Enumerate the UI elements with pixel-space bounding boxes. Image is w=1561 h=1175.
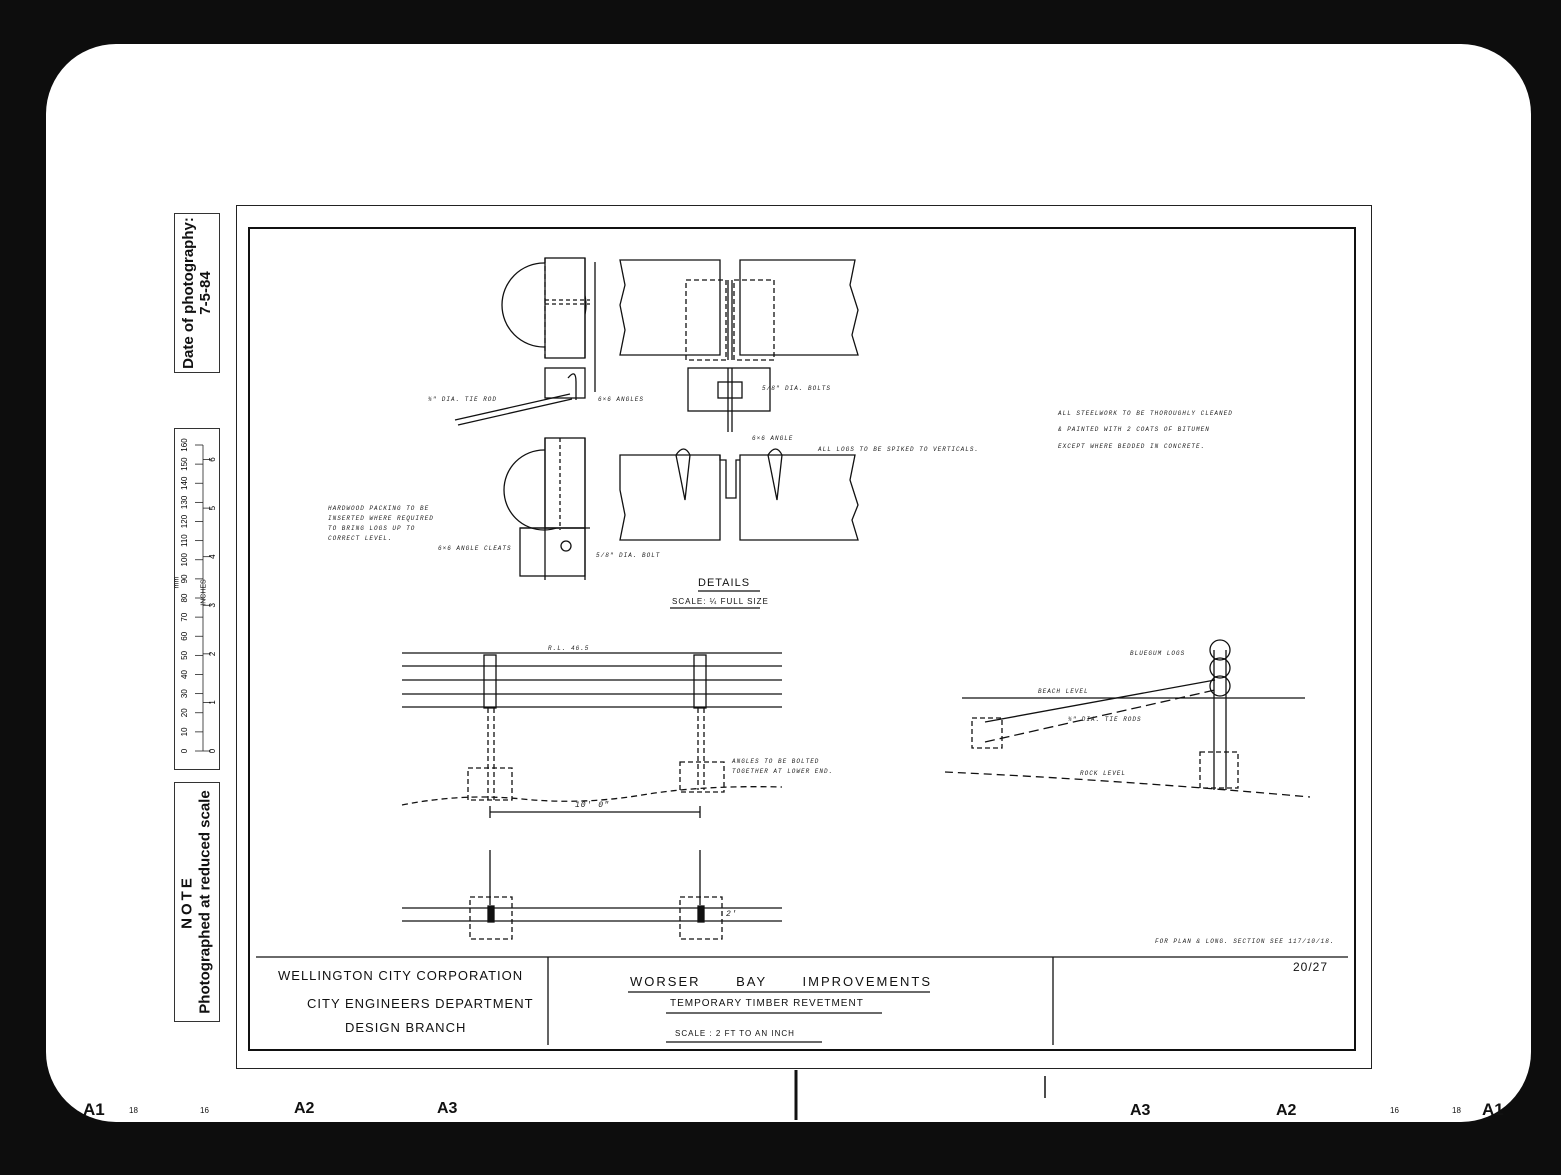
edge-marker-a1-right: A1: [1482, 1100, 1504, 1119]
project-title: WORSER BAY IMPROVEMENTS: [630, 974, 932, 989]
org-line-1: WELLINGTON CITY CORPORATION: [278, 968, 524, 983]
note-packing-4: CORRECT LEVEL.: [328, 535, 393, 542]
inch-tick-label: 5: [208, 505, 217, 510]
elevation-view: [401, 652, 783, 818]
paper-sheet: [46, 44, 1531, 1122]
note-rl: R.L. 46.5: [548, 645, 590, 652]
mm-tick-label: 70: [180, 612, 189, 621]
note-bolted-2: TOGETHER AT LOWER END.: [732, 768, 834, 775]
mm-tick-label: 30: [180, 689, 189, 698]
mm-tick-label: 80: [180, 593, 189, 602]
mm-tick-label: 160: [180, 438, 189, 452]
dim-2ft: 2': [726, 910, 738, 919]
mm-tick-label: 20: [180, 708, 189, 717]
edge-marker-18-left: 18: [129, 1106, 138, 1115]
edge-marker-a2-right: A2: [1276, 1102, 1297, 1119]
note-spiked: ALL LOGS TO BE SPIKED TO VERTICALS.: [818, 446, 980, 453]
mm-tick-label: 110: [180, 534, 189, 547]
edge-marker-16-right: 16: [1390, 1106, 1399, 1115]
inch-tick-label: 1: [208, 700, 217, 705]
note-angles: 6×6 ANGLES: [598, 396, 645, 403]
note-steel-3: EXCEPT WHERE BEDDED IN CONCRETE.: [1058, 443, 1206, 450]
note-tie-rod: ¾" DIA. TIE ROD: [428, 396, 498, 403]
section-view: [944, 639, 1311, 798]
mm-tick-label: 60: [180, 631, 189, 640]
mm-tick-label: 10: [180, 727, 189, 736]
mm-tick-label: 100: [180, 553, 189, 567]
edge-marker-a3-right: A3: [1130, 1102, 1151, 1119]
mm-tick-label: 140: [180, 476, 189, 490]
drawing-outer-border: [236, 205, 1372, 1069]
note-bolted-1: ANGLES TO BE BOLTED: [732, 758, 820, 765]
note-label: NOTE Photographed at reduced scale: [174, 782, 220, 1022]
edge-marker-a2-left: A2: [294, 1100, 315, 1117]
inch-tick-label: 4: [208, 554, 217, 559]
detail-joint-bottom: [619, 448, 859, 541]
drawing-scale: SCALE : 2 FT TO AN INCH: [675, 1029, 795, 1038]
note-packing-3: TO BRING LOGS UP TO: [328, 525, 416, 532]
note-angle: 6×6 ANGLE: [752, 435, 794, 442]
note-bluegum: BLUEGUM LOGS: [1130, 650, 1186, 657]
edge-marker-18-right: 18: [1452, 1106, 1461, 1115]
mm-tick-label: 150: [180, 457, 189, 471]
dim-10ft: 10' 0": [575, 801, 610, 810]
detail-log-bottom: [503, 437, 590, 580]
inch-tick-label: 6: [208, 457, 217, 462]
note-cleats: 6×6 ANGLE CLEATS: [438, 545, 512, 552]
details-scale: SCALE: ¼ FULL SIZE: [672, 597, 769, 606]
note-rock: ROCK LEVEL: [1080, 770, 1127, 777]
note-tie-rods: ¾" DIA. TIE RODS: [1068, 716, 1142, 723]
mm-tick-label: 130: [180, 495, 189, 509]
note-plan-ref: FOR PLAN & LONG. SECTION SEE 117/10/18.: [1155, 938, 1335, 945]
drawing-inner-border: [248, 227, 1356, 1051]
note-steel-1: ALL STEELWORK TO BE THOROUGHLY CLEANED: [1058, 410, 1233, 417]
note-bolt: 5/8" DIA. BOLT: [596, 552, 661, 559]
mm-tick-label: 120: [180, 514, 189, 528]
note-packing-2: INSERTED WHERE REQUIRED: [328, 515, 434, 522]
inch-tick-label: 2: [208, 651, 217, 656]
note-beach: BEACH LEVEL: [1038, 688, 1089, 695]
date-label: Date of photography: 7-5-84: [174, 213, 220, 373]
inch-tick-label: 0: [208, 748, 217, 753]
edge-marker-a1-left: A1: [83, 1100, 105, 1119]
ruler-graphic: 0102030405060708090100110120130140150160…: [180, 438, 217, 753]
drawing-number: 20/27: [1293, 960, 1329, 974]
edge-marker-a3-left: A3: [437, 1100, 458, 1117]
org-line-2: CITY ENGINEERS DEPARTMENT: [307, 996, 534, 1011]
note-bolts: 5/8" DIA. BOLTS: [762, 385, 832, 392]
mm-tick-label: 40: [180, 670, 189, 679]
detail-log-top: [454, 257, 596, 426]
detail-joint-top: [619, 259, 859, 432]
mm-tick-label: 50: [180, 650, 189, 659]
title-block-lines: [256, 590, 1348, 1045]
org-line-3: DESIGN BRANCH: [345, 1020, 467, 1035]
note-steel-2: & PAINTED WITH 2 COATS OF BITUMEN: [1058, 426, 1210, 433]
plan-view: [402, 850, 782, 940]
edge-marker-16-left: 16: [200, 1106, 209, 1115]
mm-tick-label: 0: [180, 748, 189, 753]
inch-tick-label: 3: [208, 602, 217, 607]
mm-tick-label: 90: [180, 574, 189, 583]
details-title: DETAILS: [698, 577, 751, 589]
drawing-title: TEMPORARY TIMBER REVETMENT: [670, 998, 864, 1009]
note-packing-1: HARDWOOD PACKING TO BE: [328, 505, 430, 512]
